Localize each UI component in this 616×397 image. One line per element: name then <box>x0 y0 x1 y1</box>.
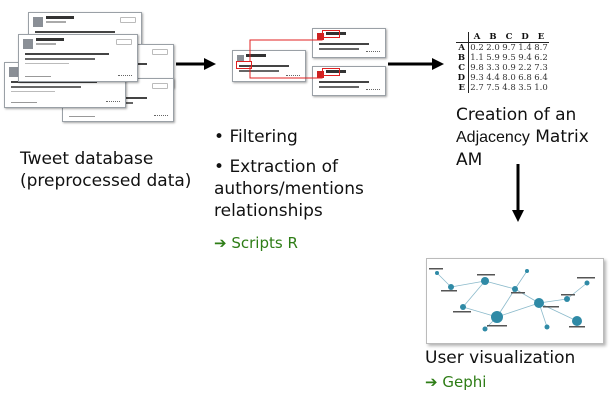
tool-label: Gephi <box>442 373 487 391</box>
matrix-row: D 9.3 4.4 8.0 6.8 6.4 <box>456 73 549 83</box>
caption-line: Creation of an <box>456 105 577 125</box>
tweet-card <box>18 34 138 82</box>
matrix-header-row: A B C D E <box>456 32 549 43</box>
bullet: • <box>214 157 225 177</box>
matrix-cell: 9.7 <box>502 43 516 53</box>
matrix-cell: 0.9 <box>502 63 516 73</box>
matrix-col-header: B <box>485 32 501 43</box>
matrix-cell: 1.4 <box>518 43 532 53</box>
matrix-row-header: B <box>456 53 469 63</box>
matrix-caption: Creation of an Adjacency Matrix AM <box>456 104 616 171</box>
tweet-card <box>232 50 306 82</box>
matrix-cell: 0.2 <box>470 43 484 53</box>
caption-word-adjacency: Adjacency <box>456 129 530 146</box>
arrow-right-icon: ➔ <box>425 373 438 391</box>
matrix-cell: 4.8 <box>502 83 516 93</box>
matrix-cell: 7.3 <box>534 63 548 73</box>
matrix-row: A 0.2 2.0 9.7 1.4 8.7 <box>456 42 549 53</box>
matrix-row-header: A <box>456 42 469 53</box>
list-item-label: Extraction of <box>229 157 339 177</box>
tweet-card <box>312 66 386 96</box>
matrix-cell: 9.4 <box>518 53 532 63</box>
matrix-cell: 2.0 <box>486 43 500 53</box>
matrix-cell: 6.4 <box>534 73 548 83</box>
mention-highlight <box>236 61 252 69</box>
list-item-extraction: • Extraction of authors/mentions relatio… <box>214 156 384 222</box>
matrix-row-header: E <box>456 83 469 93</box>
matrix-col-header: D <box>517 32 533 43</box>
processing-list: • Filtering • Extraction of authors/ment… <box>214 126 384 254</box>
matrix-cell: 6.2 <box>534 53 548 63</box>
network-graph <box>429 268 595 332</box>
matrix-cell: 1.1 <box>470 53 484 63</box>
author-highlight <box>322 30 340 38</box>
matrix-row: E 2.7 7.5 4.8 3.5 1.0 <box>456 83 549 93</box>
visualization-caption: User visualization <box>425 348 576 368</box>
matrix-cell: 9.8 <box>470 63 484 73</box>
matrix-row-header: D <box>456 73 469 83</box>
tool-gephi: ➔ Gephi <box>425 373 486 391</box>
matrix-cell: 3.5 <box>518 83 532 93</box>
matrix-row: B 1.1 5.9 9.5 9.4 6.2 <box>456 53 549 63</box>
caption-line: Tweet database <box>20 149 154 169</box>
arrow-right-icon: ➔ <box>214 234 227 252</box>
matrix-cell: 3.3 <box>486 63 500 73</box>
caption-line: (preprocessed data) <box>20 171 192 191</box>
caption-line: Adjacency Matrix AM <box>456 126 616 171</box>
matrix-cell: 7.5 <box>486 83 500 93</box>
matrix-cell: 9.5 <box>502 53 516 63</box>
matrix-cell: 5.9 <box>486 53 500 63</box>
list-item-label: Filtering <box>229 127 298 147</box>
matrix-col-header: C <box>501 32 517 43</box>
tweet-card <box>312 28 386 58</box>
network-visualization <box>426 258 604 344</box>
matrix-row-header: C <box>456 63 469 73</box>
matrix-col-header: E <box>533 32 549 43</box>
matrix-cell: 8.0 <box>502 73 516 83</box>
tool-scripts-r: ➔ Scripts R <box>214 232 384 254</box>
list-item-filtering: • Filtering <box>214 126 384 148</box>
matrix-cell: 6.8 <box>518 73 532 83</box>
matrix-cell: 4.4 <box>486 73 500 83</box>
caption-word-matrix: Matrix AM <box>456 127 589 170</box>
list-item-label: relationships <box>214 201 323 221</box>
matrix-corner <box>456 32 469 43</box>
bullet: • <box>214 127 225 147</box>
matrix-row: C 9.8 3.3 0.9 2.2 7.3 <box>456 63 549 73</box>
author-highlight <box>322 68 340 76</box>
tweet-database-caption: Tweet database (preprocessed data) <box>20 148 191 192</box>
matrix-col-header: A <box>468 32 485 43</box>
tool-label: Scripts R <box>231 234 298 252</box>
matrix-cell: 2.7 <box>470 83 484 93</box>
list-item-label: authors/mentions <box>214 179 364 199</box>
matrix-cell: 1.0 <box>534 83 548 93</box>
matrix-cell: 9.3 <box>470 73 484 83</box>
matrix-cell: 8.7 <box>534 43 548 53</box>
adjacency-matrix: A B C D E A 0.2 2.0 9.7 1.4 8.7 B 1.1 5.… <box>456 32 549 93</box>
matrix-cell: 2.2 <box>518 63 532 73</box>
